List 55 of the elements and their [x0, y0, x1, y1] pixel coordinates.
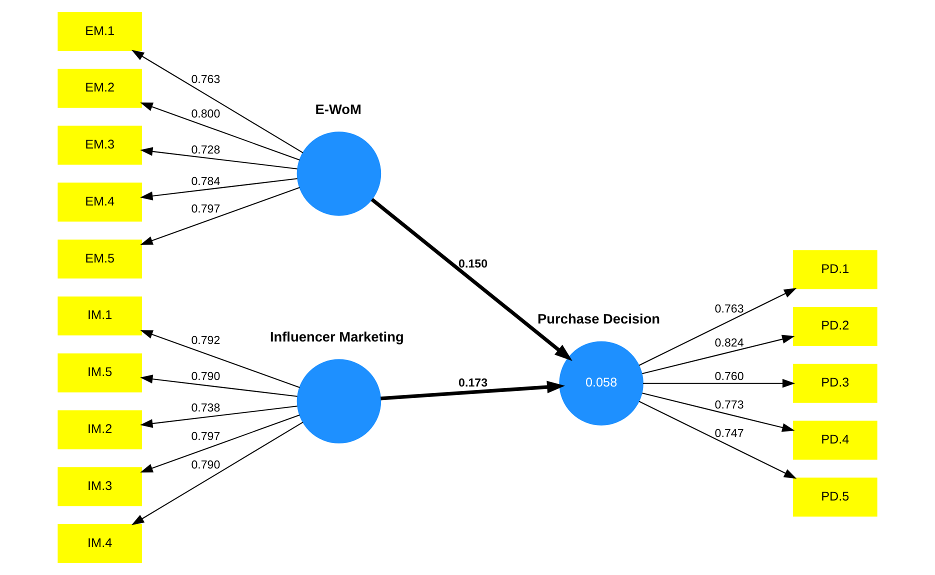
edge-label: 0.797 — [191, 203, 220, 216]
arrow — [140, 178, 298, 200]
edge-label: 0.150 — [458, 258, 488, 270]
node-box: EM.3 — [58, 126, 142, 165]
arrow — [370, 198, 572, 361]
arrow — [642, 334, 795, 374]
node-box: IM.4 — [58, 524, 142, 563]
arrow — [140, 147, 298, 170]
node-box: PD.2 — [793, 306, 878, 346]
node-box: IM.3 — [58, 467, 142, 506]
node-label: Purchase Decision — [538, 312, 660, 327]
edge-label: 0.763 — [191, 74, 220, 86]
node-box: PD.1 — [793, 250, 878, 290]
node-box: PD.4 — [793, 420, 878, 460]
edge-label: 0.790 — [191, 459, 220, 472]
node-box: EM.2 — [58, 68, 142, 108]
edge-label: 0.824 — [714, 337, 744, 350]
arrow — [140, 406, 298, 428]
edge-label: 0.747 — [714, 428, 744, 440]
node-label: E-WoM — [315, 102, 362, 118]
edge-label: 0.763 — [714, 304, 744, 316]
node-box: IM.2 — [58, 410, 142, 450]
node-box: IM.1 — [58, 296, 142, 336]
arrow — [131, 422, 304, 526]
arrow — [642, 392, 795, 432]
arrow — [140, 414, 300, 472]
edge-label: 0.728 — [191, 144, 220, 156]
node-circle — [296, 132, 382, 216]
edge-label: 0.773 — [714, 399, 744, 412]
arrow — [131, 50, 304, 154]
node-box: EM.4 — [58, 182, 142, 222]
edge-label: 0.790 — [191, 371, 220, 383]
node-box: IM.5 — [58, 353, 142, 392]
node-circle — [296, 359, 382, 444]
arrow — [140, 102, 300, 160]
arrow — [638, 400, 797, 479]
arrow — [140, 330, 300, 388]
node-box: PD.5 — [793, 478, 878, 517]
node-box: PD.3 — [793, 364, 878, 403]
edge-label: 0.173 — [458, 377, 488, 390]
edge-label: 0.797 — [191, 431, 220, 444]
arrow — [638, 288, 797, 366]
node-circle: 0.058 — [559, 341, 644, 426]
edge-label: 0.760 — [714, 371, 744, 383]
node-box: EM.5 — [58, 240, 142, 279]
node-box: EM.1 — [58, 12, 142, 51]
node-label: Influencer Marketing — [270, 330, 404, 345]
edge-label: 0.792 — [191, 335, 220, 348]
edge-label: 0.784 — [191, 176, 220, 188]
arrow — [140, 374, 298, 397]
arrow — [380, 380, 565, 400]
edge-label: 0.800 — [191, 108, 220, 121]
arrow — [642, 378, 796, 388]
edge-label: 0.738 — [191, 402, 220, 415]
arrow — [140, 187, 300, 245]
